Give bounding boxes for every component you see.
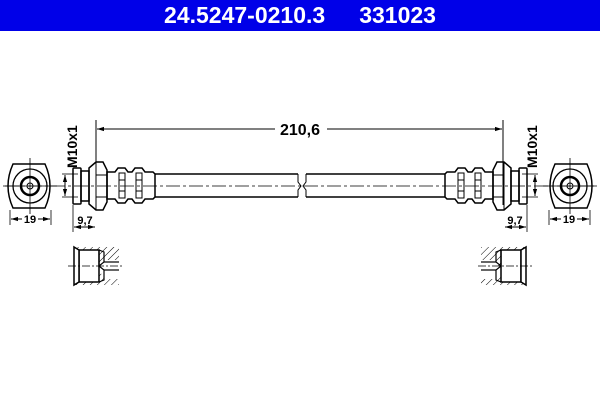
right-fitting-length-label: 9,7: [507, 215, 522, 227]
right-fitting: 19 M10x1 9,7: [444, 125, 597, 232]
title-bar: 24.5247-0210.3 331023: [0, 0, 600, 31]
left-port-section: [68, 245, 122, 287]
right-thread-label: M10x1: [524, 125, 540, 168]
left-hex-width-label: 19: [24, 214, 36, 226]
left-fitting: 19 M10x1 9,7: [3, 125, 156, 232]
right-hex-width-label: 19: [563, 214, 575, 226]
left-fitting-length-label: 9,7: [77, 215, 92, 227]
overall-length-dimension: 210,6: [95, 120, 504, 205]
right-end-view: 19: [543, 158, 597, 226]
left-thread-label: M10x1: [64, 125, 80, 168]
right-port-section: [478, 245, 532, 287]
left-end-view: 19: [3, 158, 57, 226]
overall-length-label: 210,6: [280, 122, 320, 139]
reference-number: 331023: [359, 2, 436, 28]
hose-body: [155, 173, 445, 198]
part-number: 24.5247-0210.3: [164, 2, 326, 28]
